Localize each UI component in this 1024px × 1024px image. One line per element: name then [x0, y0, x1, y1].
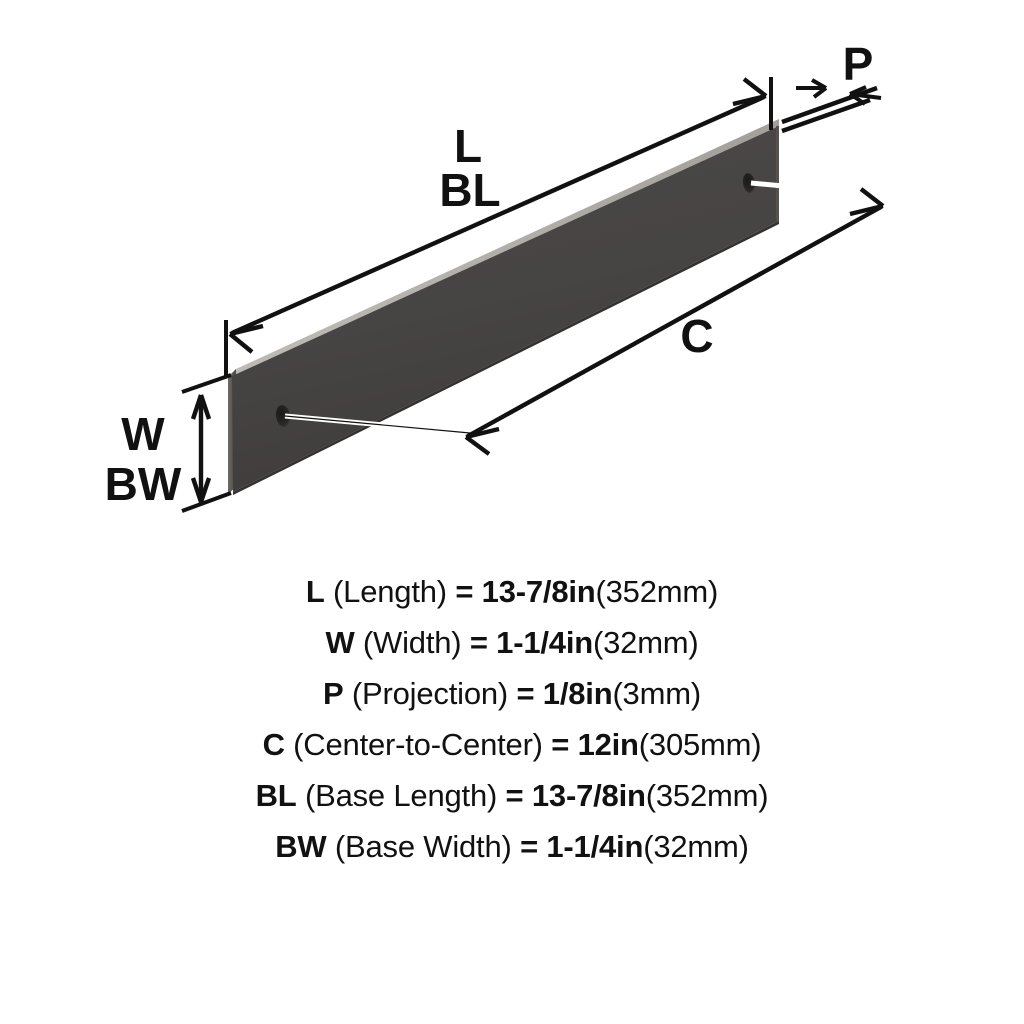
spec-row-projection: P (Projection) = 1/8in(3mm): [323, 668, 701, 719]
spec-name-base-length: (Base Length): [304, 778, 498, 813]
p-extension-line-lower: [781, 97, 871, 134]
spec-value-in-projection: 1/8in: [542, 676, 613, 711]
spec-value-in-center-to-center: 12in: [577, 727, 639, 762]
w-extension-line-top: [181, 373, 232, 394]
label-base-width: BW: [105, 458, 182, 510]
spec-row-length: L (Length) = 13-7/8in(352mm): [306, 566, 718, 617]
projection-dimension: [781, 78, 882, 134]
spec-code-base-length: BL: [255, 778, 297, 813]
spec-row-base-width: BW (Base Width) = 1-1/4in(32mm): [275, 821, 749, 872]
spec-value-mm-width: (32mm): [592, 625, 699, 660]
c-leader-line-left-outline: [284, 415, 471, 434]
l-arrowhead-right: [732, 77, 768, 107]
specification-list: L (Length) = 13-7/8in(352mm) W (Width) =…: [0, 566, 1024, 872]
spec-equals-projection: =: [516, 676, 535, 711]
spec-value-mm-base-length: (352mm): [645, 778, 769, 813]
spec-row-base-length: BL (Base Length) = 13-7/8in(352mm): [256, 770, 769, 821]
spec-equals-base-length: =: [505, 778, 524, 813]
screw-hole-right: [742, 173, 756, 193]
right-end-edge: [776, 126, 779, 221]
spec-name-length: (Length): [333, 574, 447, 609]
spec-equals-width: =: [469, 625, 488, 660]
label-width: W: [121, 408, 165, 460]
bottom-edge-shade: [233, 221, 779, 495]
spec-value-mm-projection: (3mm): [612, 676, 701, 711]
spec-equals-center-to-center: =: [551, 727, 570, 762]
length-dimension: [224, 77, 773, 377]
label-center-to-center: C: [680, 310, 713, 362]
label-base-length: BL: [439, 164, 500, 216]
spec-row-width: W (Width) = 1-1/4in(32mm): [325, 617, 698, 668]
spec-code-base-width: BW: [275, 829, 327, 864]
spec-code-projection: P: [323, 676, 344, 711]
spec-name-width: (Width): [362, 625, 462, 660]
spec-value-mm-length: (352mm): [595, 574, 719, 609]
top-bevel-face: [232, 119, 779, 376]
w-arrowhead-bottom: [190, 477, 212, 503]
spec-value-in-base-length: 13-7/8in: [531, 778, 646, 813]
spec-equals-base-width: =: [520, 829, 538, 864]
center-to-center-dimension: [464, 187, 885, 456]
w-arrowhead-top: [190, 394, 212, 420]
c-dimension-line: [466, 205, 883, 438]
spec-code-length: L: [305, 574, 325, 609]
spec-value-in-base-width: 1-1/4in: [546, 829, 644, 864]
spec-value-mm-center-to-center: (305mm): [638, 727, 762, 762]
p-arrowhead-right: [796, 78, 828, 99]
spec-name-base-width: (Base Width): [334, 829, 512, 864]
spec-code-center-to-center: C: [262, 727, 285, 762]
label-length: L: [454, 120, 482, 172]
spec-name-center-to-center: (Center-to-Center): [293, 727, 543, 762]
spec-value-in-length: 13-7/8in: [481, 574, 596, 609]
product-body: [228, 119, 779, 495]
l-dimension-line: [231, 94, 765, 336]
c-arrowhead-right: [849, 187, 885, 217]
w-extension-line-bottom: [181, 491, 232, 513]
screw-holes: [275, 173, 756, 427]
spec-value-in-width: 1-1/4in: [496, 625, 593, 660]
label-projection: P: [843, 38, 874, 90]
product-diagram: L BL P C: [104, 38, 885, 513]
l-arrowhead-left: [228, 323, 264, 354]
p-extension-line-upper: [781, 85, 878, 125]
screw-hole-left: [275, 405, 291, 427]
spec-name-projection: (Projection): [351, 676, 509, 711]
spec-code-width: W: [325, 625, 355, 660]
front-face: [232, 126, 779, 492]
spec-row-center-to-center: C (Center-to-Center) = 12in(305mm): [263, 719, 762, 770]
diagram-canvas: L BL P C: [104, 38, 885, 513]
spec-value-mm-base-width: (32mm): [643, 829, 749, 864]
c-arrowhead-left: [464, 426, 500, 456]
spec-equals-length: =: [455, 574, 474, 609]
p-arrowhead-left: [848, 85, 882, 106]
width-dimension: [181, 373, 232, 513]
